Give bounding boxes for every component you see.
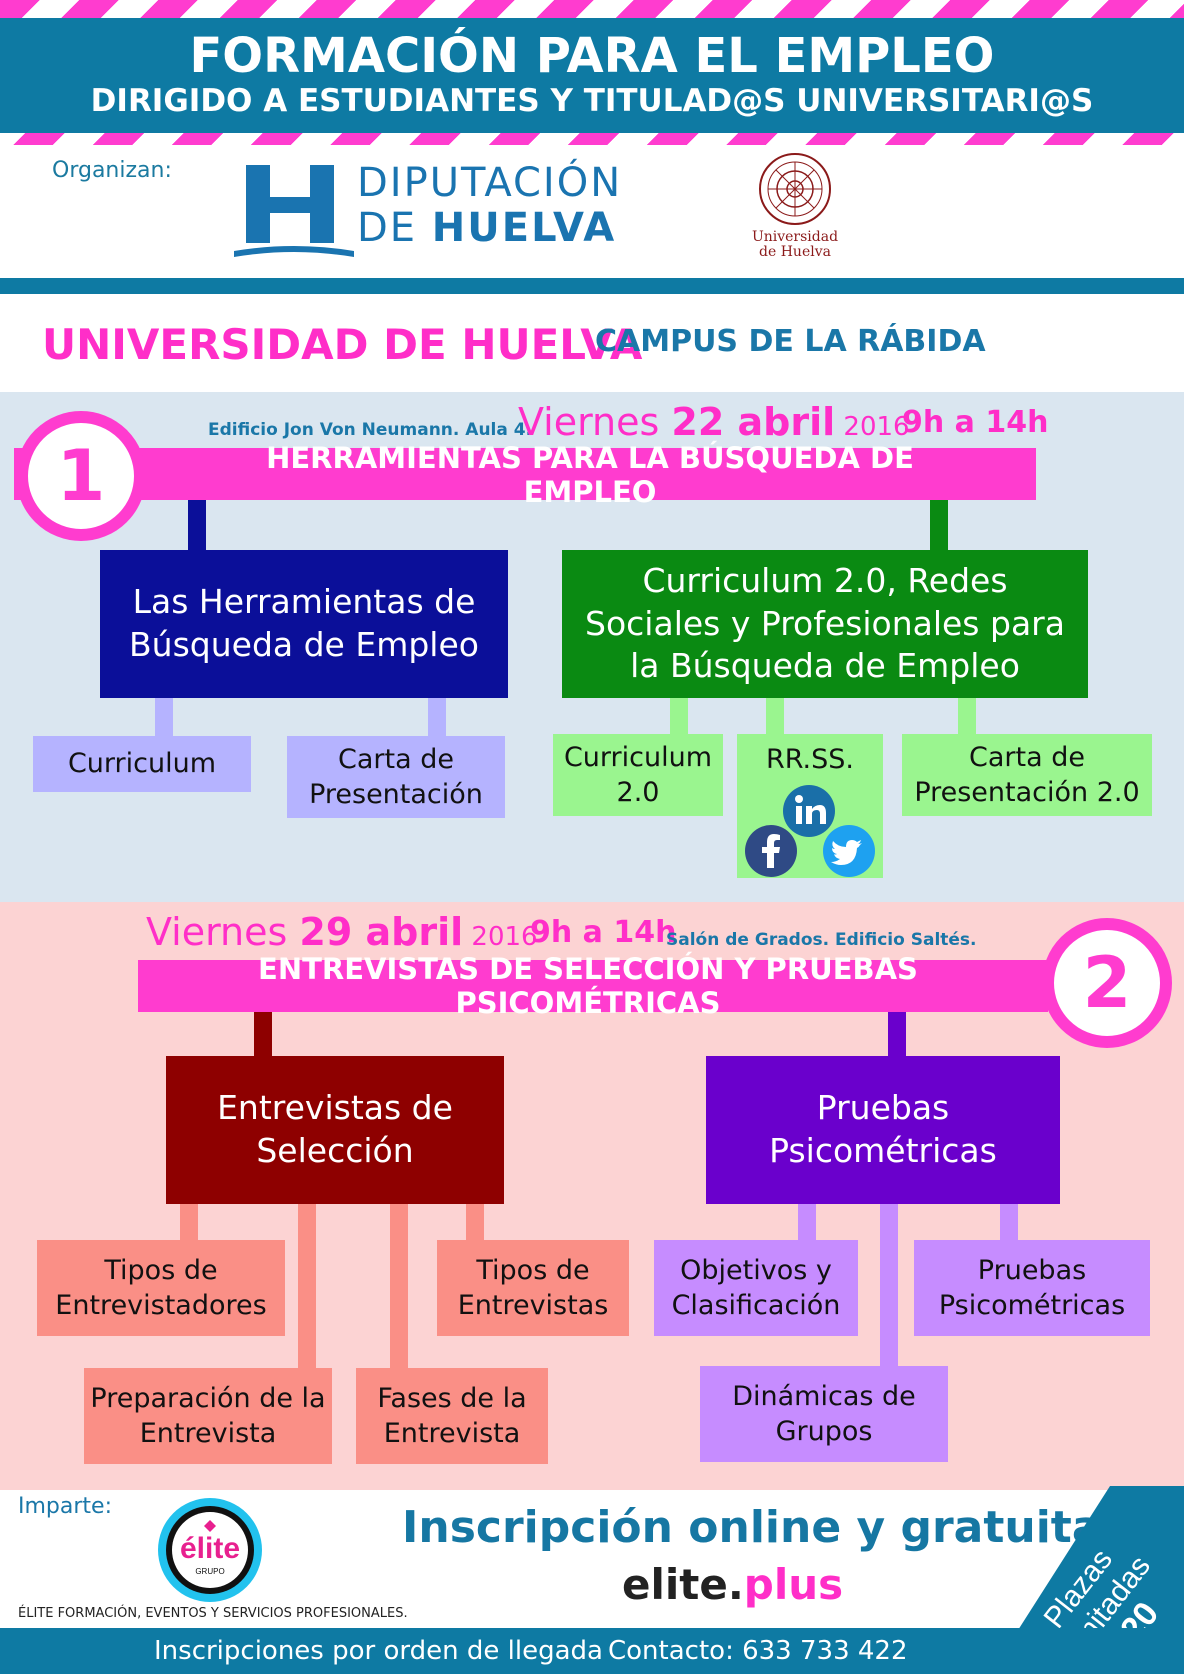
diputacion-name-line2: DE HUELVA [357,205,617,251]
bottom-bar [0,1628,1184,1674]
session2-title: ENTREVISTAS DE SELECCIÓN Y PRUEBAS PSICO… [258,952,918,1020]
session1-time: 9h a 14h [902,405,1049,440]
session2-topic-psychometric: Pruebas Psicométricas [706,1056,1060,1204]
session1-date: Viernes 22 abril 2016 [518,400,910,444]
session1-title: HERRAMIENTAS PARA LA BÚSQUEDA DE EMPLEO [266,441,914,509]
connector [670,698,688,736]
connector [798,1204,816,1240]
connector [428,698,446,736]
session1-title-bar [14,448,1036,500]
divider-bar [0,278,1184,294]
session2-sub-group-dynamics: Dinámicas de Grupos [700,1366,948,1462]
inscription-title: Inscripción online y gratuita: [402,1502,1120,1553]
svg-text:élite: élite [180,1532,240,1565]
connector [888,1012,906,1058]
connector [958,698,976,736]
connector [930,500,948,552]
session1-number: 1 [56,435,106,517]
session2-sub-interview-phases: Fases de la Entrevista [356,1368,548,1464]
twitter-icon [823,825,875,877]
inscription-website[interactable]: elite.plus [622,1560,844,1609]
elite-logo-icon: élite GRUPO [158,1498,262,1602]
connector [254,1012,272,1058]
header-band [0,18,1184,133]
venue-title: UNIVERSIDAD DE HUELVA [42,320,643,369]
session1-topic-cv20: Curriculum 2.0, Redes Sociales y Profesi… [562,550,1088,698]
contact-phone[interactable]: Contacto: 633 733 422 [608,1636,908,1666]
organizers-label: Organizan: [52,158,172,183]
diputacion-name-line1: DIPUTACIÓN [357,160,623,206]
session2-sub-objectives: Objetivos y Clasificación [654,1240,858,1336]
elite-description: ÉLITE FORMACIÓN, EVENTOS Y SERVICIOS PRO… [18,1606,408,1621]
session1-topic-tools: Las Herramientas de Búsqueda de Empleo [100,550,508,698]
session1-sub-curriculum20: Curriculum 2.0 [553,734,723,816]
connector [188,500,206,552]
session2-number-circle [1042,918,1172,1048]
connector [880,1204,898,1368]
facebook-icon [745,825,797,877]
linkedin-icon [783,785,835,837]
session1-sub-social: RR.SS. [765,744,854,775]
imparte-label: Imparte: [18,1494,112,1519]
session2-title-bar [138,960,1048,1012]
venue-subtitle: CAMPUS DE LA RÁBIDA [595,324,986,359]
connector [766,698,784,736]
connector [390,1204,408,1368]
university-seal-icon [759,153,831,225]
session2-sub-psychometric-tests: Pruebas Psicométricas [914,1240,1150,1336]
page-title: FORMACIÓN PARA EL EMPLEO [189,28,995,84]
session1-sub-curriculum: Curriculum [33,736,251,792]
diputacion-logo-icon [234,165,354,257]
session2-place: Salón de Grados. Edificio Saltés. [666,930,977,950]
session2-sub-interview-types: Tipos de Entrevistas [437,1240,629,1336]
connector [155,698,173,736]
session2-date: Viernes 29 abril 2016 [146,910,538,954]
registration-order-note: Inscripciones por orden de llegada [154,1636,603,1666]
session2-time: 9h a 14h [530,915,677,950]
session2-sub-interview-prep: Preparación de la Entrevista [84,1368,332,1464]
connector [1000,1204,1018,1240]
connector [466,1204,484,1240]
session1-place: Edificio Jon Von Neumann. Aula 4. [208,420,533,440]
session2-sub-interviewer-types: Tipos de Entrevistadores [37,1240,285,1336]
connector [298,1204,316,1368]
connector [180,1204,198,1240]
page-subtitle: DIRIGIDO A ESTUDIANTES Y TITULAD@S UNIVE… [90,83,1094,119]
session1-sub-cover-letter20: Carta de Presentación 2.0 [902,734,1152,816]
svg-text:GRUPO: GRUPO [195,1567,224,1576]
session1-sub-cover-letter: Carta de Presentación [287,736,505,818]
session2-number: 2 [1082,942,1132,1024]
session2-topic-interviews: Entrevistas de Selección [166,1056,504,1204]
